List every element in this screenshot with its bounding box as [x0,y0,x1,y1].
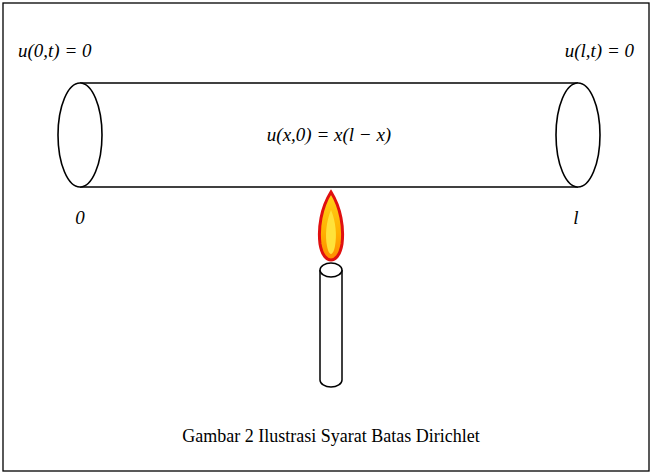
rod-left-end [58,83,102,187]
position-mark: 0 [75,207,85,229]
burner-tube [320,270,342,387]
rod-bottom-edge [80,186,578,188]
boundary-condition: u(0,t) = 0 [18,40,92,62]
initial-condition: u(x,0) = x(l − x) [267,124,391,146]
outer-border [3,3,649,471]
flame [319,192,342,260]
rod-top-edge [80,82,578,84]
burner-mouth [320,263,342,277]
position-mark: l [573,207,578,229]
rod-right-end [556,83,600,187]
boundary-condition: u(l,t) = 0 [565,40,634,62]
figure-caption: Gambar 2 Ilustrasi Syarat Batas Dirichle… [182,426,479,447]
flame-core [326,210,336,254]
rod-region: u(x,0) = x(l − x) [102,84,556,186]
